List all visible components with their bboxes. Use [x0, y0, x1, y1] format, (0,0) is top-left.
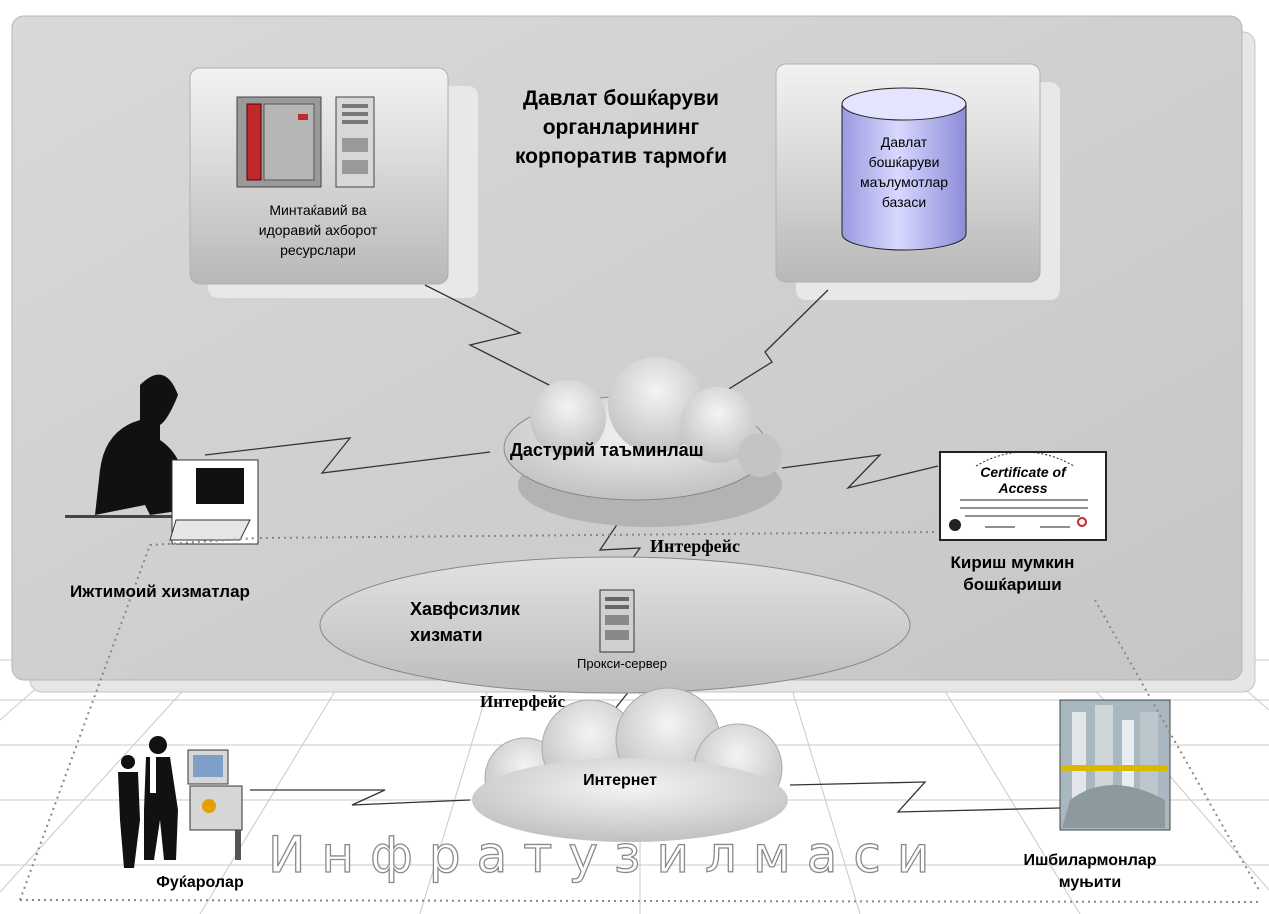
database-cylinder-icon: [841, 87, 967, 251]
software-cloud: [503, 357, 782, 527]
interface-label-lower: Интерфейс: [480, 692, 566, 711]
proxy-server-label: Прокси-сервер: [577, 656, 667, 671]
certificate-icon: [939, 451, 1107, 541]
dotted-boundaries: [19, 531, 1261, 903]
server-tower-icon: [335, 96, 375, 188]
software-cloud-label: Дастурий таъминлаш: [510, 440, 704, 460]
database-label: Давлат бошќаруви маълумотлар базаси: [859, 134, 949, 210]
security-service-label: Хавфсизлик хизмати: [410, 599, 520, 645]
proxy-server-icon: [599, 589, 635, 653]
business-photo: [1059, 699, 1171, 831]
certificate-text: Certificate of Access: [980, 464, 1066, 496]
internet-cloud: [472, 687, 788, 842]
business-label: Ишбилармонлар муњити: [1023, 852, 1157, 891]
social-services-label: Ижтимоий хизматлар: [70, 582, 250, 601]
internet-label: Интернет: [583, 772, 657, 789]
access-control-label: Кириш мумкин бошќариши: [950, 553, 1075, 594]
social-services-figure-icon: [65, 374, 259, 545]
server-rack-icon: [236, 96, 322, 188]
interface-label-upper: Интерфейс: [650, 536, 741, 556]
regional-resources-label: Минтаќавий ва идоравий ахборот ресурслар…: [258, 202, 378, 258]
citizens-figure-icon: [118, 736, 243, 868]
corporate-network-title: Давлат бошќаруви органларининг корпорати…: [514, 87, 728, 168]
citizens-label: Фуќаролар: [156, 874, 244, 891]
infrastructure-caption: Инфратузилмаси: [267, 825, 946, 884]
